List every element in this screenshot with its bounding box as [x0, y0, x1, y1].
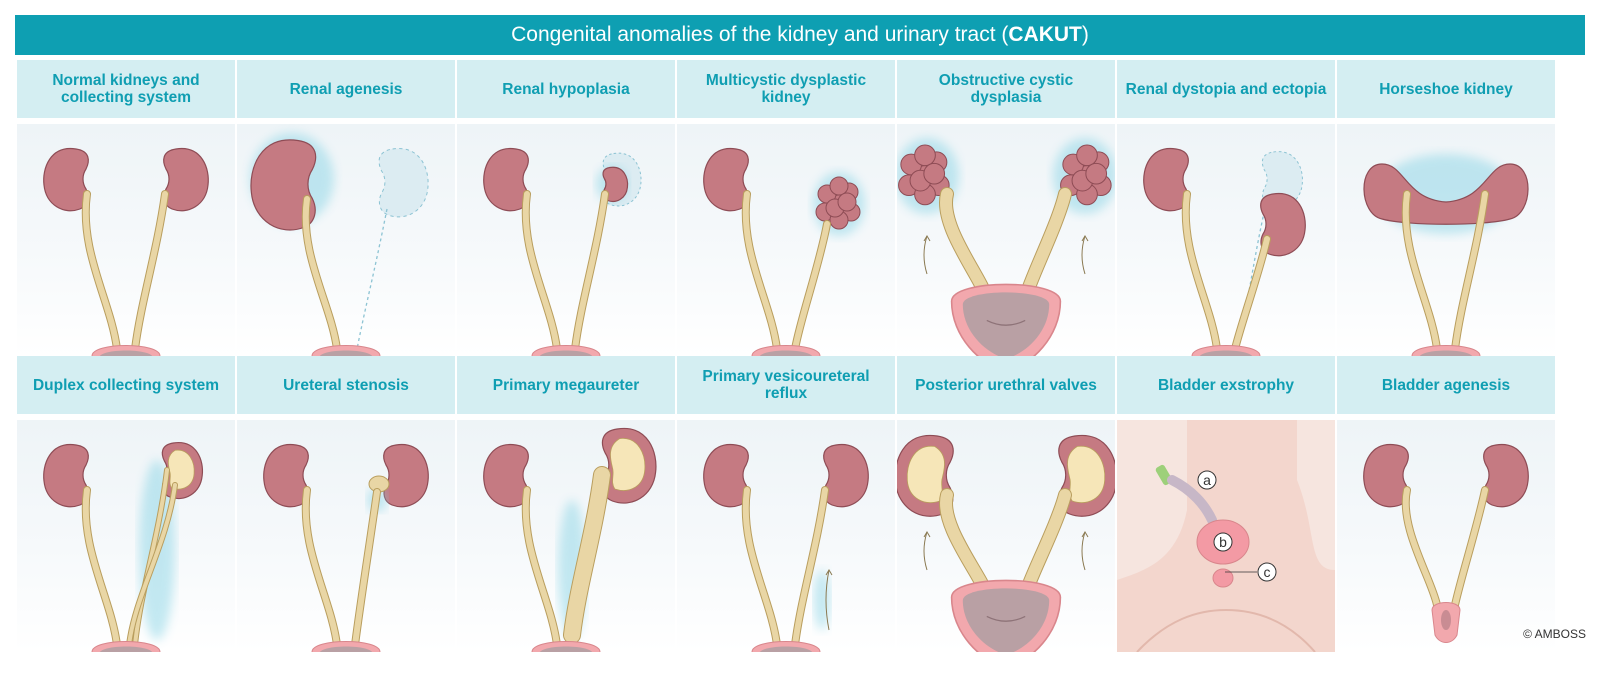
panel-horseshoe: Horseshoe kidney: [1337, 60, 1555, 356]
title-end: ): [1081, 23, 1089, 46]
panel-label: Posterior urethral valves: [897, 356, 1115, 414]
panel-label: Multicystic dysplastic kidney: [677, 60, 895, 118]
panel-megaureter: Primary megaureter: [457, 356, 675, 652]
panel-exstrophy: Bladder exstrophy a b c: [1117, 356, 1335, 652]
panel-illustration: [237, 420, 455, 652]
panel-label: Obstructive cystic dysplasia: [897, 60, 1115, 118]
exstrophy-marker-a: a: [1203, 472, 1211, 488]
panel-illustration: [677, 420, 895, 652]
panel-illustration: [457, 420, 675, 652]
copyright-notice: © AMBOSS: [1523, 627, 1586, 641]
panel-illustration: [1337, 124, 1555, 356]
panel-puv: Posterior urethral valves: [897, 356, 1115, 652]
exstrophy-marker-c: c: [1264, 564, 1271, 580]
panel-label: Primary megaureter: [457, 356, 675, 414]
panel-illustration: [1117, 124, 1335, 356]
panel-label: Renal agenesis: [237, 60, 455, 118]
panel-mcdk: Multicystic dysplastic kidney: [677, 60, 895, 356]
panel-label: Renal hypoplasia: [457, 60, 675, 118]
title-main: Congenital anomalies of the kidney and u…: [511, 23, 1009, 46]
panel-illustration: a b c: [1117, 420, 1335, 652]
panel-normal: Normal kidneys and collecting system: [17, 60, 235, 356]
panel-illustration: [1337, 420, 1555, 652]
panel-illustration: [237, 124, 455, 356]
exstrophy-marker-b: b: [1219, 534, 1227, 550]
page-title: Congenital anomalies of the kidney and u…: [15, 15, 1585, 55]
title-acronym: CAKUT: [1008, 23, 1082, 46]
panel-label: Duplex collecting system: [17, 356, 235, 414]
panel-ocd: Obstructive cystic dysplasia: [897, 60, 1115, 356]
panel-vur: Primary vesicoureteral reflux: [677, 356, 895, 652]
panel-label: Bladder exstrophy: [1117, 356, 1335, 414]
panel-agenesis: Renal agenesis: [237, 60, 455, 356]
panel-illustration: [457, 124, 675, 356]
panel-illustration: [897, 124, 1115, 356]
panel-label: Bladder agenesis: [1337, 356, 1555, 414]
panel-illustration: [17, 420, 235, 652]
panel-label: Renal dystopia and ectopia: [1117, 60, 1335, 118]
panel-illustration: [677, 124, 895, 356]
panel-label: Ureteral stenosis: [237, 356, 455, 414]
panel-ectopia: Renal dystopia and ectopia: [1117, 60, 1335, 356]
panel-label: Primary vesicoureteral reflux: [677, 356, 895, 414]
panel-duplex: Duplex collecting system: [17, 356, 235, 652]
panel-illustration: [17, 124, 235, 356]
panel-hypoplasia: Renal hypoplasia: [457, 60, 675, 356]
panel-label: Horseshoe kidney: [1337, 60, 1555, 118]
panel-illustration: [897, 420, 1115, 652]
panel-grid: Normal kidneys and collecting system Ren…: [17, 60, 1587, 660]
panel-bladder-agenesis: Bladder agenesis: [1337, 356, 1555, 652]
panel-label: Normal kidneys and collecting system: [17, 60, 235, 118]
panel-stenosis: Ureteral stenosis: [237, 356, 455, 652]
